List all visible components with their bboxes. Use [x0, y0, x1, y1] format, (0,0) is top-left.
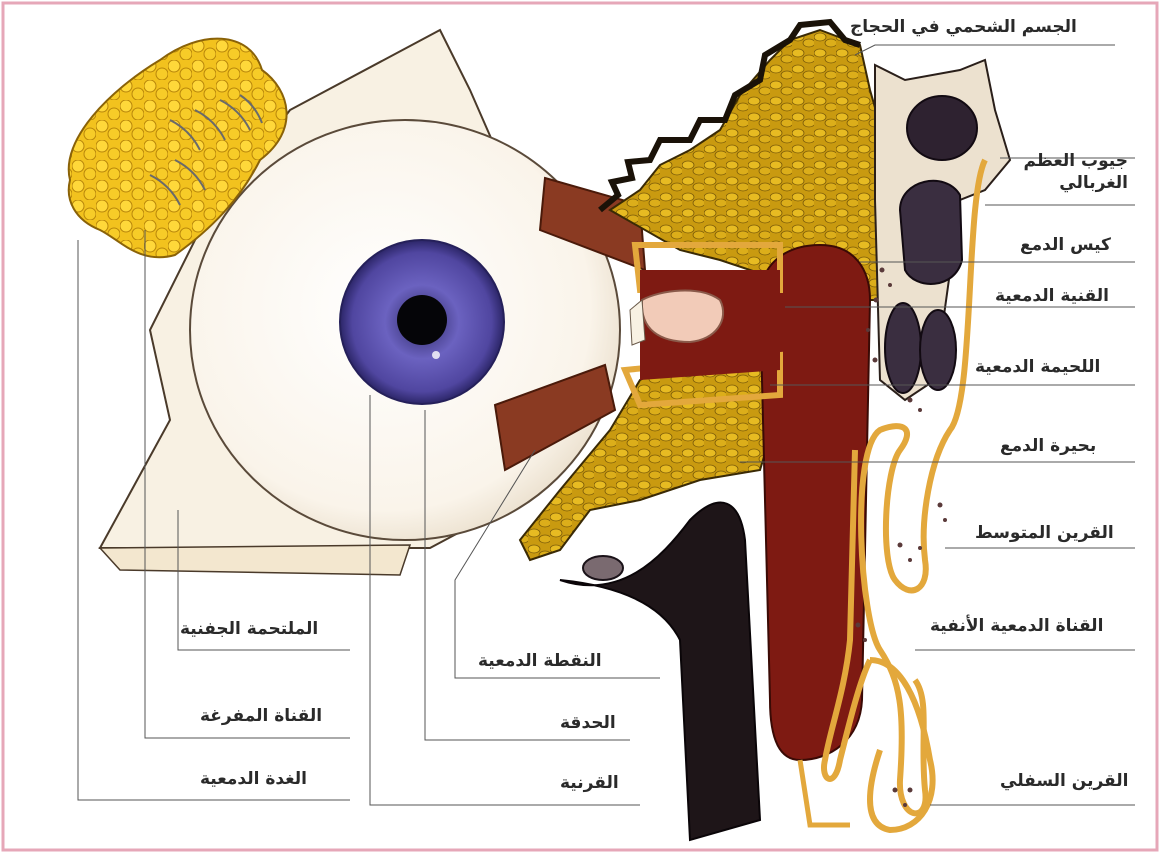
- label-lacrimal-canaliculus: القنية الدمعية: [995, 285, 1109, 307]
- lower-lid: [100, 545, 410, 575]
- label-excretory-duct: القناة المفرغة: [200, 705, 322, 727]
- label-orbital-fat: الجسم الشحمي في الحجاج: [850, 16, 1077, 38]
- iris-highlight: [432, 351, 440, 359]
- label-lacrimal-lake: بحيرة الدمع: [1000, 435, 1096, 457]
- label-ethmoid-sinuses: جيوب العظم الغربالي: [1018, 150, 1128, 194]
- label-pupil: الحدقة: [560, 712, 616, 734]
- sinus-cell-3: [885, 303, 921, 393]
- label-nasolacrimal-duct: القناة الدمعية الأنفية: [930, 615, 1103, 637]
- label-palpebral-conjunctiva: الملتحمة الجفنية: [180, 618, 318, 640]
- label-lacrimal-punctum: النقطة الدمعية: [478, 650, 602, 672]
- label-lacrimal-gland: الغدة الدمعية: [200, 768, 307, 790]
- sinus-cell-1: [907, 96, 977, 160]
- pupil: [397, 295, 447, 345]
- label-middle-concha: القرين المتوسط: [975, 522, 1114, 544]
- label-lacrimal-sac: كيس الدمع: [1020, 234, 1111, 256]
- sinus-cell-4: [920, 310, 956, 390]
- lacrimal-lake: [630, 300, 645, 345]
- label-cornea: القرنية: [560, 772, 619, 794]
- inferior-foramen: [583, 556, 623, 580]
- label-inferior-concha: القرين السفلي: [1000, 770, 1129, 792]
- label-lacrimal-caruncle: اللحيمة الدمعية: [975, 356, 1100, 378]
- sinus-cell-2: [900, 181, 962, 284]
